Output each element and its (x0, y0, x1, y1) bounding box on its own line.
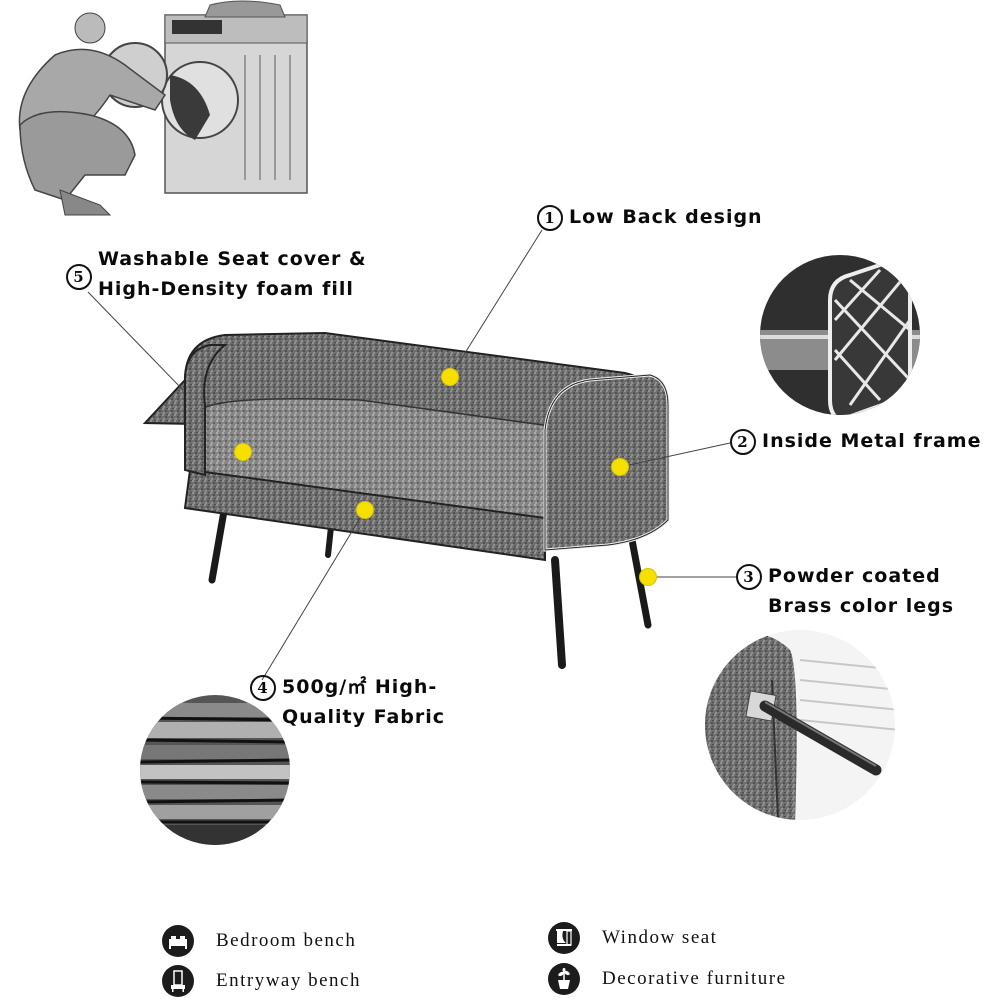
fabric-detail-image (140, 695, 290, 845)
use-entryway-bench: Entryway bench (162, 965, 361, 997)
callout-metal-frame: 2 Inside Metal frame (730, 426, 982, 456)
callout-text: Inside Metal frame (762, 430, 982, 452)
callout-text: High-Density foam fill (98, 278, 354, 300)
metal-frame-detail-image (760, 255, 920, 415)
callout-text: Quality Fabric (282, 706, 446, 728)
bench-image (142, 331, 670, 669)
callout-leader-lines (87, 229, 736, 681)
callout-text: Brass color legs (768, 595, 955, 617)
use-label: Window seat (602, 927, 718, 948)
use-label: Bedroom bench (216, 930, 357, 951)
callout-text: Washable Seat cover & (98, 248, 367, 270)
callout-text: Low Back design (569, 206, 763, 228)
callout-low-back: 1 Low Back design (537, 202, 763, 232)
callout-legs: 3 Powder coated Brass color legs (736, 561, 954, 621)
mirror-console-icon (162, 965, 194, 997)
potted-plant-icon (548, 963, 580, 995)
callout-number: 4 (250, 675, 276, 701)
callout-number: 1 (537, 205, 563, 231)
marker-back[interactable] (442, 369, 458, 385)
marker-seat[interactable] (235, 444, 251, 460)
marker-fabric[interactable] (357, 502, 373, 518)
callout-number: 5 (66, 264, 92, 290)
callout-seat-cover: 5 Washable Seat cover & High-Density foa… (66, 244, 367, 304)
use-label: Entryway bench (216, 970, 361, 991)
use-window-seat: Window seat (548, 922, 717, 954)
use-decorative-furniture: Decorative furniture (548, 963, 787, 995)
use-bedroom-bench: Bedroom bench (162, 925, 356, 957)
leg-detail-image (705, 630, 895, 820)
callout-text: 500g/㎡ High- (282, 676, 438, 698)
window-curtain-icon (548, 922, 580, 954)
callout-text: Powder coated (768, 565, 941, 587)
laundry-illustration (18, 0, 308, 216)
use-label: Decorative furniture (602, 968, 787, 989)
bed-icon (162, 925, 194, 957)
callout-fabric: 4 500g/㎡ High- Quality Fabric (250, 672, 445, 732)
callout-number: 2 (730, 429, 756, 455)
marker-frame[interactable] (612, 459, 628, 475)
marker-legs[interactable] (640, 569, 656, 585)
callout-number: 3 (736, 564, 762, 590)
